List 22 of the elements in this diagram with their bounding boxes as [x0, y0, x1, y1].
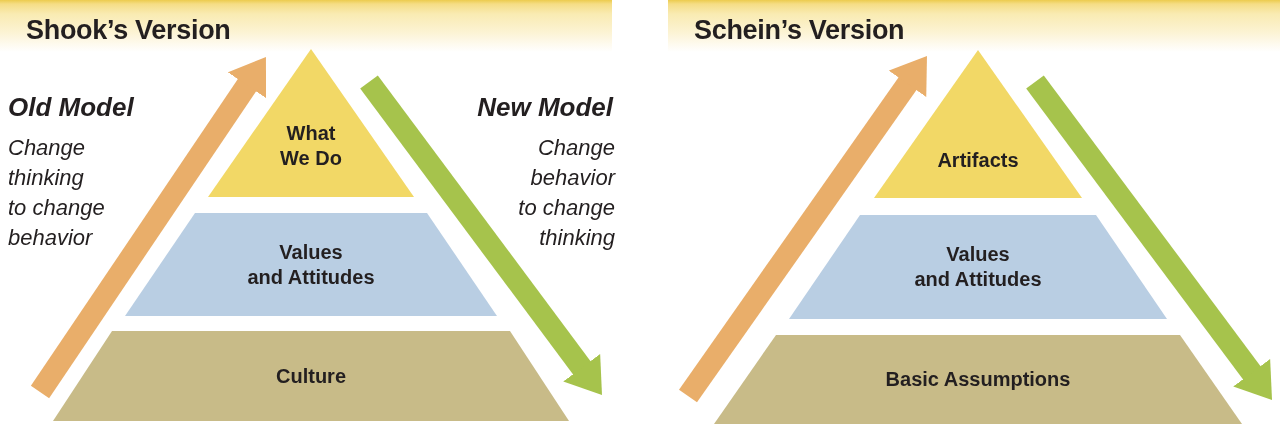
pyramid-apex-tier: [874, 50, 1082, 198]
arrow: [30, 57, 266, 399]
pyramid-middle-tier: [789, 215, 1167, 319]
model-description: Change behavior to change thinking: [517, 134, 615, 252]
tier-label: Values and Attitudes: [246, 239, 376, 290]
pyramid-base-tier: [714, 335, 1242, 424]
tier-label: Basic Assumptions: [884, 367, 1072, 392]
tier-label: Values and Attitudes: [913, 242, 1043, 292]
tier-label: What We Do: [279, 121, 343, 171]
pyramid-middle-tier: [125, 213, 497, 316]
pyramid-base-tier: [53, 331, 569, 421]
tier-label: Culture: [275, 363, 347, 389]
pyramid-apex-tier: [208, 49, 414, 197]
model-heading: Old Model: [8, 92, 135, 123]
version-title: Schein’s Version: [693, 14, 906, 47]
version-title: Shook’s Version: [25, 14, 232, 47]
model-heading: New Model: [477, 92, 615, 123]
title-band: [668, 0, 1280, 52]
arrow: [679, 56, 927, 403]
model-description: Change thinking to change behavior: [8, 134, 106, 252]
title-band: [0, 0, 612, 52]
tier-label: Artifacts: [936, 148, 1020, 173]
